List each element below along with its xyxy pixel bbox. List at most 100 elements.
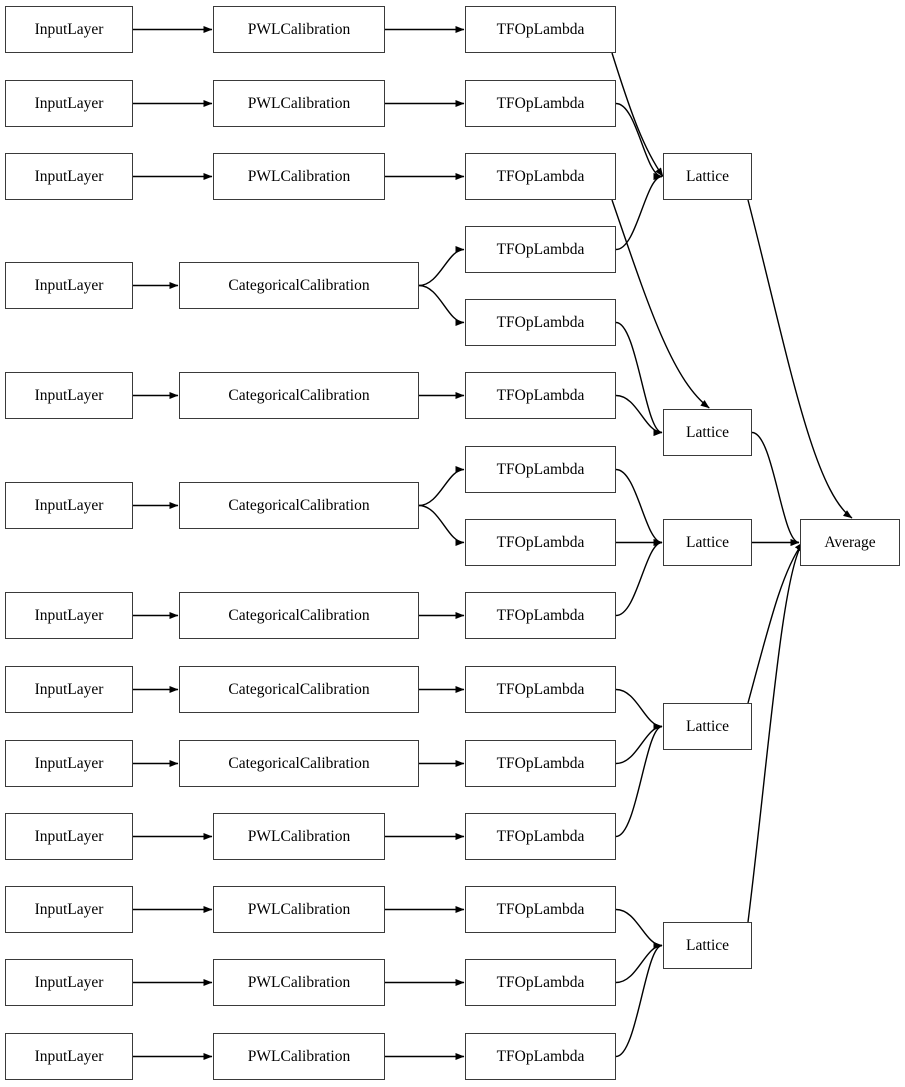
node-in1[interactable]: InputLayer <box>5 6 133 53</box>
node-label: InputLayer <box>34 386 104 404</box>
node-in6[interactable]: InputLayer <box>5 482 133 529</box>
node-lam9[interactable]: TFOpLambda <box>465 592 616 639</box>
edge-lam9-to-lat3 <box>615 539 663 617</box>
node-label: TFOpLambda <box>496 973 585 991</box>
node-lam7[interactable]: TFOpLambda <box>465 446 616 493</box>
node-lam10[interactable]: TFOpLambda <box>465 666 616 713</box>
node-label: Lattice <box>685 717 730 735</box>
node-cal4[interactable]: CategoricalCalibration <box>179 262 419 309</box>
node-label: CategoricalCalibration <box>228 606 370 624</box>
edge-lam5-to-lat2 <box>615 321 663 436</box>
node-label: PWLCalibration <box>247 94 351 112</box>
node-label: PWLCalibration <box>247 20 351 38</box>
node-lat3[interactable]: Lattice <box>663 519 752 566</box>
node-in3[interactable]: InputLayer <box>5 153 133 200</box>
node-label: Average <box>824 533 876 551</box>
node-in5[interactable]: InputLayer <box>5 372 133 419</box>
node-cal5[interactable]: CategoricalCalibration <box>179 372 419 419</box>
node-in10[interactable]: InputLayer <box>5 813 133 860</box>
edge-lam12-to-lat4 <box>615 723 663 838</box>
node-lat2[interactable]: Lattice <box>663 409 752 456</box>
node-label: PWLCalibration <box>247 973 351 991</box>
node-label: InputLayer <box>34 827 104 845</box>
node-avg[interactable]: Average <box>800 519 900 566</box>
edge-lam15-to-lat5 <box>615 942 663 1058</box>
node-label: InputLayer <box>34 20 104 38</box>
node-lam1[interactable]: TFOpLambda <box>465 6 616 53</box>
node-cal11[interactable]: PWLCalibration <box>213 886 385 933</box>
node-label: TFOpLambda <box>496 460 585 478</box>
edge-lam13-to-lat5 <box>615 908 663 949</box>
edge-lat5-to-avg <box>747 542 804 923</box>
node-cal8[interactable]: CategoricalCalibration <box>179 666 419 713</box>
edge-lam4-to-lat1 <box>615 173 663 251</box>
node-label: TFOpLambda <box>496 20 585 38</box>
node-lam2[interactable]: TFOpLambda <box>465 80 616 127</box>
node-label: InputLayer <box>34 754 104 772</box>
edge-cal4-to-lam5 <box>418 284 465 326</box>
edge-lam11-to-lat4 <box>615 723 663 765</box>
node-label: TFOpLambda <box>496 94 585 112</box>
node-in2[interactable]: InputLayer <box>5 80 133 127</box>
node-label: TFOpLambda <box>496 1047 585 1065</box>
node-label: TFOpLambda <box>496 386 585 404</box>
node-in9[interactable]: InputLayer <box>5 740 133 787</box>
node-lam3[interactable]: TFOpLambda <box>465 153 616 200</box>
node-cal2[interactable]: PWLCalibration <box>213 80 385 127</box>
node-label: TFOpLambda <box>496 606 585 624</box>
node-lat5[interactable]: Lattice <box>663 922 752 969</box>
node-label: InputLayer <box>34 900 104 918</box>
node-label: Lattice <box>685 936 730 954</box>
node-label: TFOpLambda <box>496 313 585 331</box>
node-lam4[interactable]: TFOpLambda <box>465 226 616 273</box>
node-in11[interactable]: InputLayer <box>5 886 133 933</box>
node-label: TFOpLambda <box>496 167 585 185</box>
node-label: InputLayer <box>34 680 104 698</box>
node-lam13[interactable]: TFOpLambda <box>465 886 616 933</box>
node-cal1[interactable]: PWLCalibration <box>213 6 385 53</box>
node-cal13[interactable]: PWLCalibration <box>213 1033 385 1080</box>
node-lat1[interactable]: Lattice <box>663 153 752 200</box>
node-in4[interactable]: InputLayer <box>5 262 133 309</box>
node-cal6[interactable]: CategoricalCalibration <box>179 482 419 529</box>
node-lam5[interactable]: TFOpLambda <box>465 299 616 346</box>
node-label: Lattice <box>685 423 730 441</box>
node-label: InputLayer <box>34 276 104 294</box>
node-label: TFOpLambda <box>496 680 585 698</box>
node-lam6[interactable]: TFOpLambda <box>465 372 616 419</box>
node-lam8[interactable]: TFOpLambda <box>465 519 616 566</box>
node-in8[interactable]: InputLayer <box>5 666 133 713</box>
edge-cal6-to-lam7 <box>418 466 465 507</box>
node-label: PWLCalibration <box>247 1047 351 1065</box>
node-label: Lattice <box>685 167 730 185</box>
node-in7[interactable]: InputLayer <box>5 592 133 639</box>
node-lat4[interactable]: Lattice <box>663 703 752 750</box>
node-lam14[interactable]: TFOpLambda <box>465 959 616 1006</box>
node-label: CategoricalCalibration <box>228 754 370 772</box>
edge-lam3-to-lat2 <box>611 199 710 409</box>
node-label: PWLCalibration <box>247 167 351 185</box>
node-label: TFOpLambda <box>496 754 585 772</box>
node-cal7[interactable]: CategoricalCalibration <box>179 592 419 639</box>
node-lam11[interactable]: TFOpLambda <box>465 740 616 787</box>
edge-lam14-to-lat5 <box>615 942 663 984</box>
node-cal10[interactable]: PWLCalibration <box>213 813 385 860</box>
node-label: CategoricalCalibration <box>228 496 370 514</box>
edge-lat1-to-avg <box>747 199 853 519</box>
node-lam12[interactable]: TFOpLambda <box>465 813 616 860</box>
node-label: CategoricalCalibration <box>228 276 370 294</box>
node-label: InputLayer <box>34 167 104 185</box>
node-cal12[interactable]: PWLCalibration <box>213 959 385 1006</box>
node-in13[interactable]: InputLayer <box>5 1033 133 1080</box>
node-lam15[interactable]: TFOpLambda <box>465 1033 616 1080</box>
node-cal3[interactable]: PWLCalibration <box>213 153 385 200</box>
node-in12[interactable]: InputLayer <box>5 959 133 1006</box>
node-label: InputLayer <box>34 496 104 514</box>
node-label: CategoricalCalibration <box>228 680 370 698</box>
node-cal9[interactable]: CategoricalCalibration <box>179 740 419 787</box>
edge-lam6-to-lat2 <box>615 394 663 436</box>
edge-cal4-to-lam4 <box>418 246 465 287</box>
edge-lat4-to-avg <box>747 542 804 704</box>
